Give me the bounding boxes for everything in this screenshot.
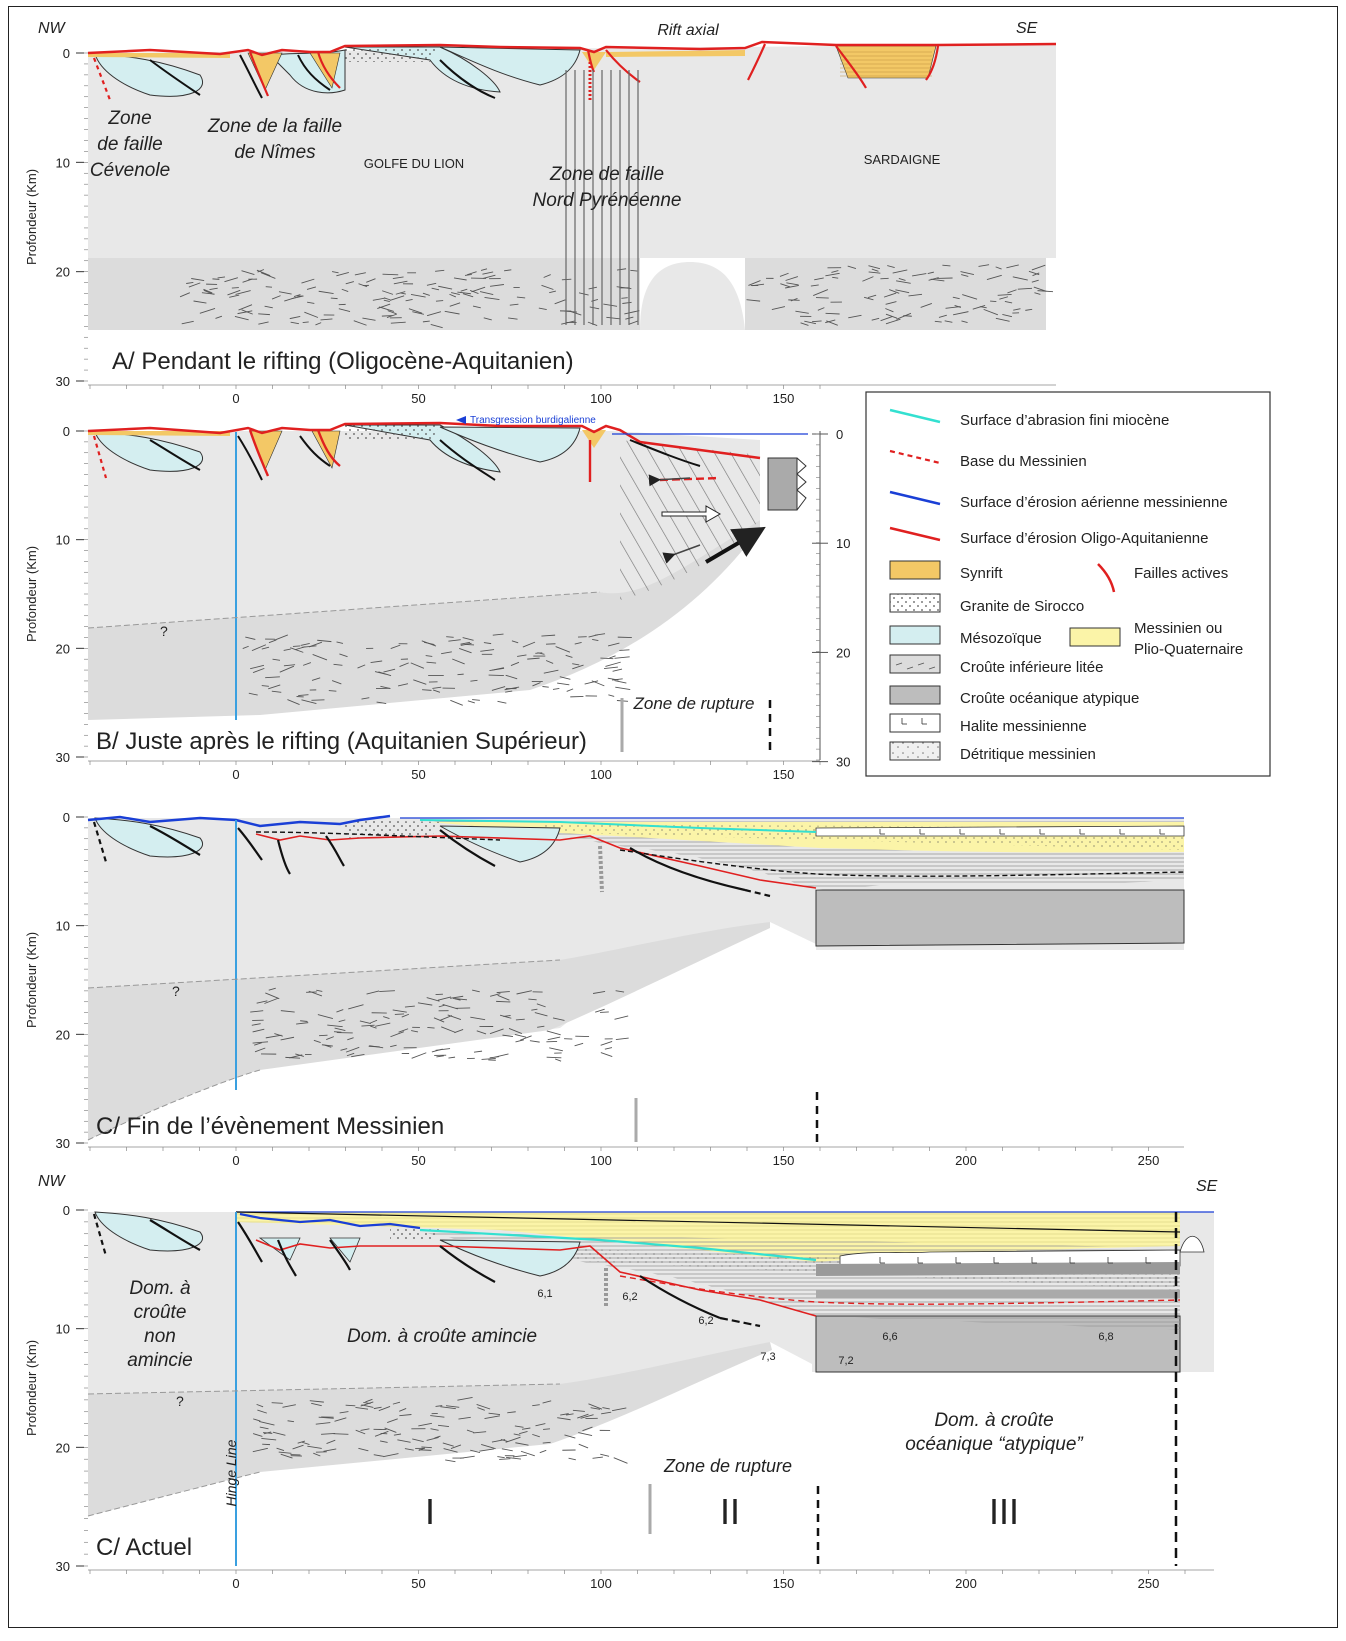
figure-frame [8, 6, 1338, 1628]
